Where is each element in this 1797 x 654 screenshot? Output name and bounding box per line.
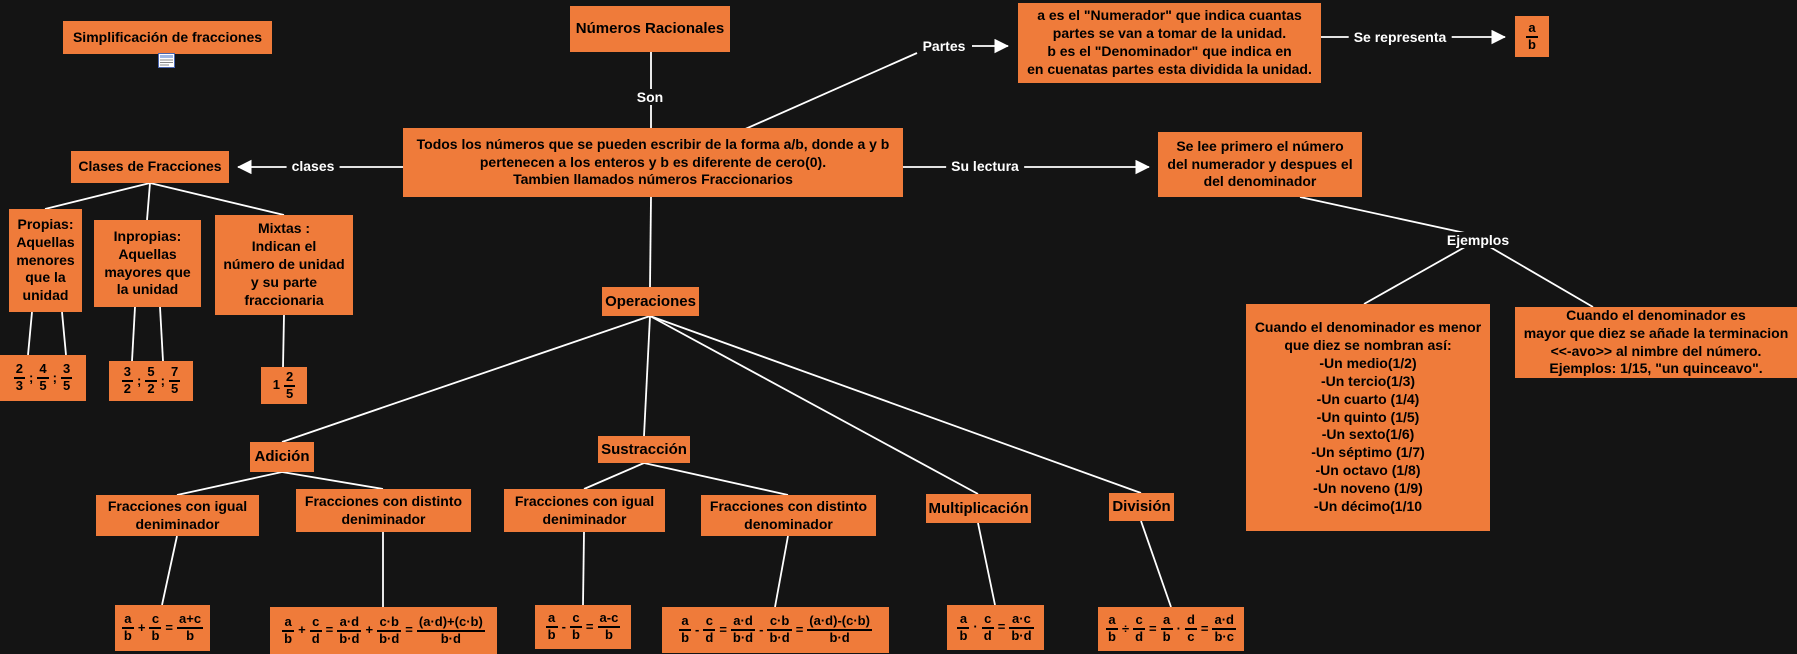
- node-se-lee[interactable]: Se lee primero el número del numerador y…: [1158, 132, 1362, 197]
- edge-label-son: Son: [631, 89, 669, 105]
- node-adicion-igual-denominador[interactable]: Fracciones con igual deniminador: [96, 495, 259, 536]
- node-inpropias[interactable]: Inpropias: Aquellas mayores que la unida…: [94, 220, 201, 307]
- edge-label-clases: clases: [286, 158, 340, 174]
- node-operaciones[interactable]: Operaciones: [602, 287, 699, 316]
- node-clases-de-fracciones[interactable]: Clases de Fracciones: [71, 151, 229, 183]
- node-division[interactable]: División: [1109, 493, 1174, 521]
- node-denominador-mayor-que-diez[interactable]: Cuando el denominador es mayor que diez …: [1515, 307, 1797, 378]
- node-propias[interactable]: Propias: Aquellas menores que la unidad: [9, 209, 82, 312]
- edge-label-partes: Partes: [917, 38, 971, 54]
- node-sustraccion-igual-denominador[interactable]: Fracciones con igual deniminador: [504, 489, 665, 532]
- node-sustraccion-distinto-denominador[interactable]: Fracciones con distinto denominador: [701, 495, 876, 536]
- node-multiplicacion[interactable]: Multiplicación: [926, 494, 1031, 523]
- node-denominador-menor-que-diez[interactable]: Cuando el denominador es menor que diez …: [1246, 304, 1490, 531]
- node-adicion-distinto-denominador[interactable]: Fracciones con distinto deniminador: [296, 489, 471, 532]
- edge-label-ejemplos: Ejemplos: [1441, 232, 1515, 248]
- node-numeros-racionales[interactable]: Números Racionales: [570, 6, 730, 52]
- node-simplificacion-de-fracciones[interactable]: Simplificación de fracciones: [63, 21, 272, 54]
- edge-label-se-representa: Se representa: [1348, 29, 1452, 45]
- edge-label-su-lectura: Su lectura: [946, 158, 1024, 174]
- node-sustraccion[interactable]: Sustracción: [598, 436, 690, 463]
- node-mixtas[interactable]: Mixtas : Indican el número de unidad y s…: [215, 215, 353, 315]
- node-definicion-numeros-racionales[interactable]: Todos los números que se pueden escribir…: [403, 128, 903, 197]
- embedded-resource-icon[interactable]: [158, 53, 175, 68]
- node-adicion[interactable]: Adición: [250, 442, 314, 472]
- node-numerador-denominador-definition[interactable]: a es el "Numerador" que indica cuantas p…: [1018, 3, 1321, 83]
